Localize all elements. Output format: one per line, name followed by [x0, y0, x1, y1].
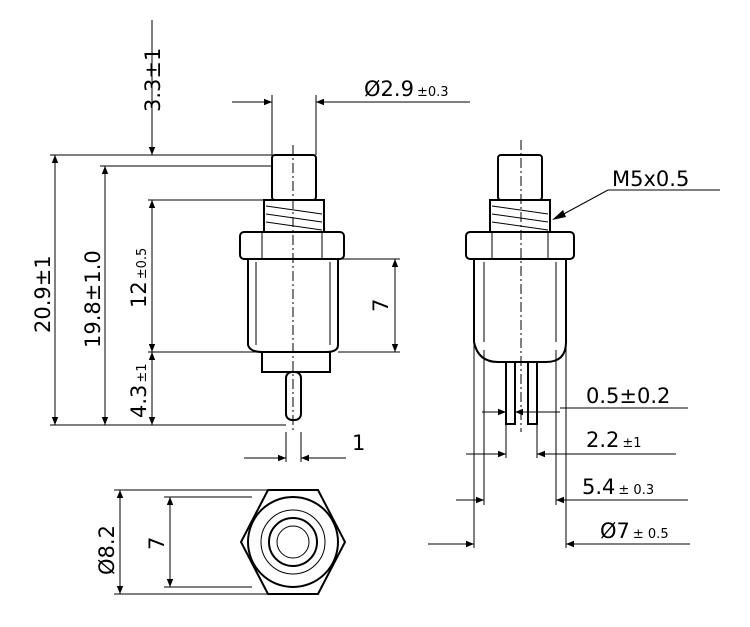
thread-lines — [265, 205, 323, 231]
front-dimension-lines — [51, 20, 470, 462]
side-pin-left — [505, 361, 516, 425]
side-extension-lines — [473, 342, 567, 548]
nut-flats-label: 7 — [145, 537, 169, 550]
pin-gap-label: 2.2±1 — [586, 428, 642, 452]
pin-width-label: 1 — [352, 431, 365, 455]
hex-nut — [239, 231, 345, 260]
front-view — [239, 145, 345, 432]
thread-length-label: 12±0.5 — [127, 248, 151, 308]
plunger-cap — [271, 154, 317, 201]
side-view — [465, 140, 575, 432]
cap-diameter-label: Ø2.9±0.3 — [364, 77, 449, 101]
side-pin-right — [527, 361, 538, 425]
pin-thickness-label: 0.5±0.2 — [586, 384, 670, 408]
side-housing — [473, 259, 567, 363]
plunger-ring — [268, 517, 318, 567]
housing-height-label: 7 — [369, 299, 393, 312]
thread-bushing — [263, 199, 325, 233]
side-dimension-lines — [428, 189, 720, 548]
nut-corners-label: Ø8.2 — [95, 525, 119, 575]
total-height-label: 20.9±1 — [31, 255, 55, 333]
housing-diameter-label: Ø7± 0.5 — [600, 519, 669, 543]
pin-span-label: 5.4± 0.3 — [582, 475, 654, 499]
thread-spec-label: M5x0.5 — [612, 167, 689, 191]
plunger-tip — [276, 525, 310, 559]
bottom-view — [239, 489, 347, 595]
side-hex-nut — [465, 231, 575, 260]
base-block — [261, 351, 331, 373]
side-thread-bushing — [489, 199, 551, 233]
hex-outline — [239, 489, 347, 595]
side-plunger-cap — [497, 154, 543, 201]
pin-length-label: 4.3±1 — [127, 363, 151, 418]
outer-circle — [247, 496, 339, 588]
bottom-dimension-lines — [114, 489, 268, 595]
cap-height-label: 3.3±1 — [141, 48, 165, 112]
body-height-label: 19.8±1.0 — [81, 250, 105, 348]
